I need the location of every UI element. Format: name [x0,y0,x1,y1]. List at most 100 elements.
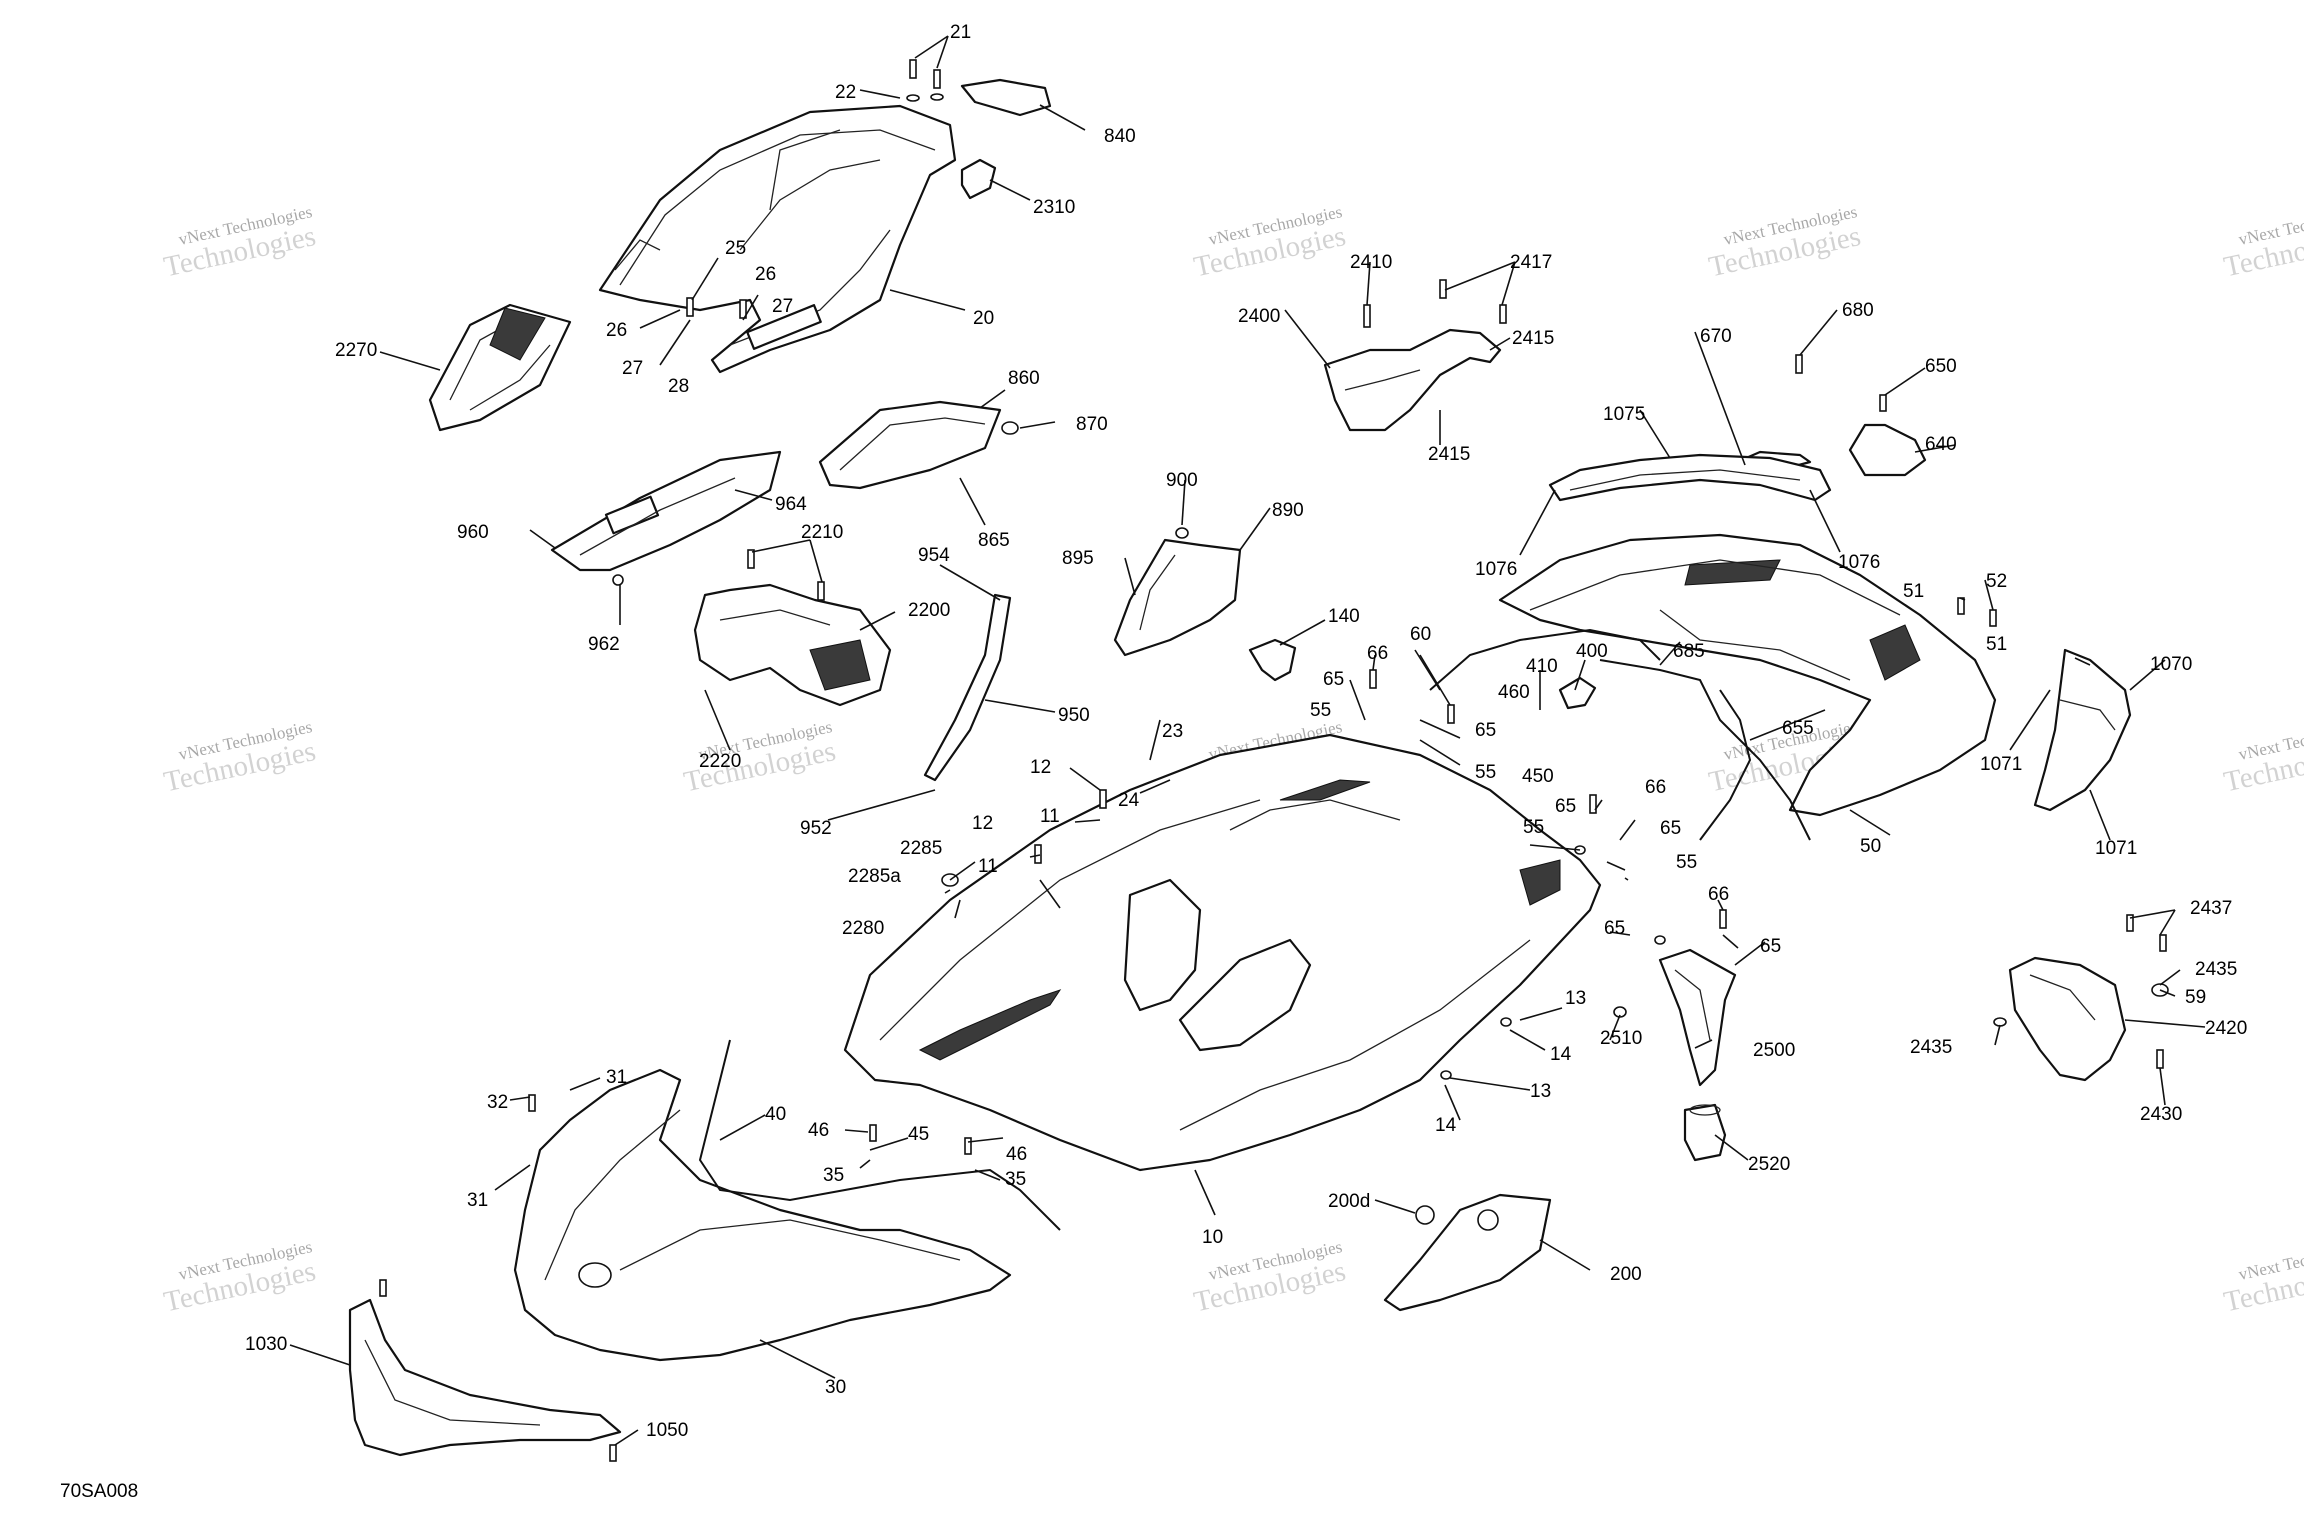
callout-46-left: 46 [808,1120,829,1141]
screw [869,1124,877,1142]
screw [739,299,747,319]
part-2400 [1323,328,1502,432]
nut [1440,1070,1452,1080]
screw [817,581,825,601]
screw [1369,669,1377,689]
screw [1034,844,1042,864]
callout-51-top: 51 [1903,581,1924,602]
screw [1589,794,1597,814]
part-2520 [1683,1103,1727,1162]
callout-55-c: 55 [1523,817,1544,838]
callout-27-right: 27 [772,296,793,317]
callout-11-bottom: 11 [978,856,998,877]
callout-32: 32 [487,1092,508,1113]
part-10-main-deck [843,733,1602,1172]
screw [2126,914,2134,932]
callout-400: 400 [1576,641,1608,662]
callout-2417: 2417 [1510,252,1552,273]
parts [348,78,2132,1457]
screw [964,1137,972,1155]
part-640 [1848,423,1927,477]
diagram-code: 70SA008 [60,1481,138,1502]
screw [1879,394,1887,412]
callout-460: 460 [1498,682,1530,703]
callout-59: 59 [2185,987,2206,1008]
part-840 [960,78,1052,117]
callout-55-top: 55 [1310,700,1331,721]
callout-55-d: 55 [1676,852,1697,873]
callout-27-left: 27 [622,358,643,379]
cable-655 [1699,689,1752,841]
callout-13-bottom: 13 [1530,1081,1551,1102]
cable-685 [1599,659,1811,841]
screw [1499,304,1507,324]
part-200d [1415,1205,1435,1225]
callout-1030: 1030 [245,1334,287,1355]
screw [686,297,694,317]
callout-952: 952 [800,818,832,839]
screw [747,549,755,569]
part-1075 [1548,453,1832,502]
screw [609,1444,617,1462]
callout-2280: 2280 [842,918,884,939]
part-1030 [348,1298,622,1457]
part-140 [1248,638,1297,682]
callout-50: 50 [1860,836,1881,857]
callout-55-mid: 55 [1475,762,1496,783]
callout-52: 52 [1986,571,2007,592]
callout-66-bottom: 66 [1708,884,1729,905]
callout-964: 964 [775,494,807,515]
part-2500 [1658,948,1737,1087]
callout-895: 895 [1062,548,1094,569]
callout-2410: 2410 [1350,252,1392,273]
callout-1050: 1050 [646,1420,688,1441]
callout-2200: 2200 [908,600,950,621]
part-30-front-cowl [513,1068,1012,1362]
callout-2510: 2510 [1600,1028,1642,1049]
callout-860: 860 [1008,368,1040,389]
nut [1654,935,1666,945]
callout-65-f: 65 [1760,936,1781,957]
washer [906,94,920,102]
callout-2430: 2430 [2140,1104,2182,1125]
callout-65-d: 65 [1660,818,1681,839]
part-890 [1113,538,1242,657]
callout-2520: 2520 [1748,1154,1790,1175]
part-1070 [2033,648,2132,812]
callout-2435-right: 2435 [2195,959,2237,980]
part-950 [923,593,1012,782]
screw [1719,909,1727,929]
callout-25: 25 [725,238,746,259]
callout-950: 950 [1058,705,1090,726]
callout-2437: 2437 [2190,898,2232,919]
callout-670: 670 [1700,326,1732,347]
callout-962: 962 [588,634,620,655]
callout-31-bottom: 31 [467,1190,488,1211]
cables [698,628,1811,1231]
callout-2285: 2285 [900,838,942,859]
leader-lines [289,35,2206,1446]
callout-35-right: 35 [1005,1169,1026,1190]
callout-26-right: 26 [755,264,776,285]
callout-640: 640 [1925,434,1957,455]
screw [2159,934,2167,952]
callout-410: 410 [1526,656,1558,677]
callout-450: 450 [1522,766,1554,787]
callout-20: 20 [973,308,994,329]
cable-40 [698,1039,1061,1231]
screw [379,1279,387,1297]
callout-12-bottom: 12 [972,813,993,834]
callout-2500: 2500 [1753,1040,1795,1061]
callout-65-mid: 65 [1475,720,1496,741]
screw [1447,704,1455,724]
screw [1989,609,1997,627]
callout-26-left: 26 [606,320,627,341]
callout-30: 30 [825,1377,846,1398]
callout-900: 900 [1166,470,1198,491]
callout-2420: 2420 [2205,1018,2247,1039]
callout-865: 865 [978,530,1010,551]
callout-22: 22 [835,82,856,103]
part-50 [1498,533,1997,817]
nut [1001,421,1019,435]
